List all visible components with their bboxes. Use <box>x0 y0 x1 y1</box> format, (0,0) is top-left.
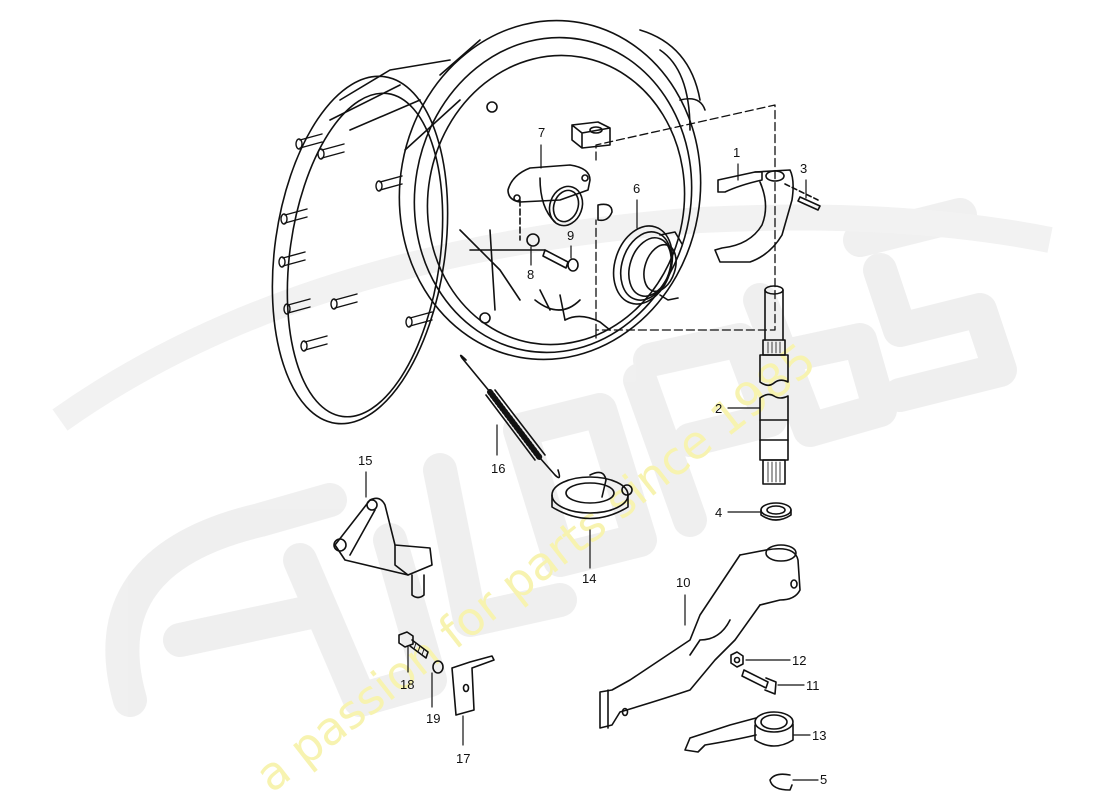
part-14-spring-seat <box>551 471 633 520</box>
part-10-release-lever <box>599 544 801 729</box>
callout-7[interactable]: 7 <box>538 125 546 140</box>
part-5-circlip <box>769 773 793 791</box>
part-12-hex-nut <box>730 651 744 668</box>
bellhousing-front-flange <box>398 19 706 361</box>
part-15-bracket <box>333 497 433 599</box>
callout-11[interactable]: 11 <box>806 678 820 693</box>
callout-6[interactable]: 6 <box>633 181 641 196</box>
part-18-hex-bolt <box>398 631 429 659</box>
callout-3[interactable]: 3 <box>800 161 808 176</box>
part-13-clamp-lever <box>684 711 794 753</box>
bellhousing-rear-flange <box>271 39 481 425</box>
callout-2[interactable]: 2 <box>715 401 723 416</box>
callout-12[interactable]: 12 <box>792 653 807 668</box>
part-8-spring-washer <box>526 233 540 247</box>
callout-14[interactable]: 14 <box>582 571 597 586</box>
callout-10[interactable]: 10 <box>676 575 691 590</box>
part-9-socket-bolt <box>542 249 579 272</box>
callout-18[interactable]: 18 <box>400 677 415 692</box>
callout-13[interactable]: 13 <box>812 728 827 743</box>
leader-lines <box>365 144 819 781</box>
callout-4[interactable]: 4 <box>715 505 723 520</box>
callout-16[interactable]: 16 <box>491 461 506 476</box>
part-4-shaft-seal <box>760 502 792 521</box>
part-17-retaining-plate <box>451 655 495 716</box>
part-1-release-fork <box>714 169 821 263</box>
callout-9[interactable]: 9 <box>567 228 575 243</box>
callout-5[interactable]: 5 <box>820 772 828 787</box>
block-part <box>571 121 611 149</box>
callout-19[interactable]: 19 <box>426 711 441 726</box>
assembly-reference-lines <box>595 104 776 341</box>
part-2-release-shaft <box>759 285 789 485</box>
part-7-guide-sleeve <box>507 164 613 241</box>
part-6-release-bearing <box>612 225 683 305</box>
callout-17[interactable]: 17 <box>456 751 471 766</box>
callout-8[interactable]: 8 <box>527 267 535 282</box>
callout-1[interactable]: 1 <box>733 145 741 160</box>
part-16-tension-spring <box>459 354 561 479</box>
part-19-lock-washer <box>432 660 444 674</box>
callout-15[interactable]: 15 <box>358 453 373 468</box>
part-11-clamp-bolt <box>741 669 777 695</box>
